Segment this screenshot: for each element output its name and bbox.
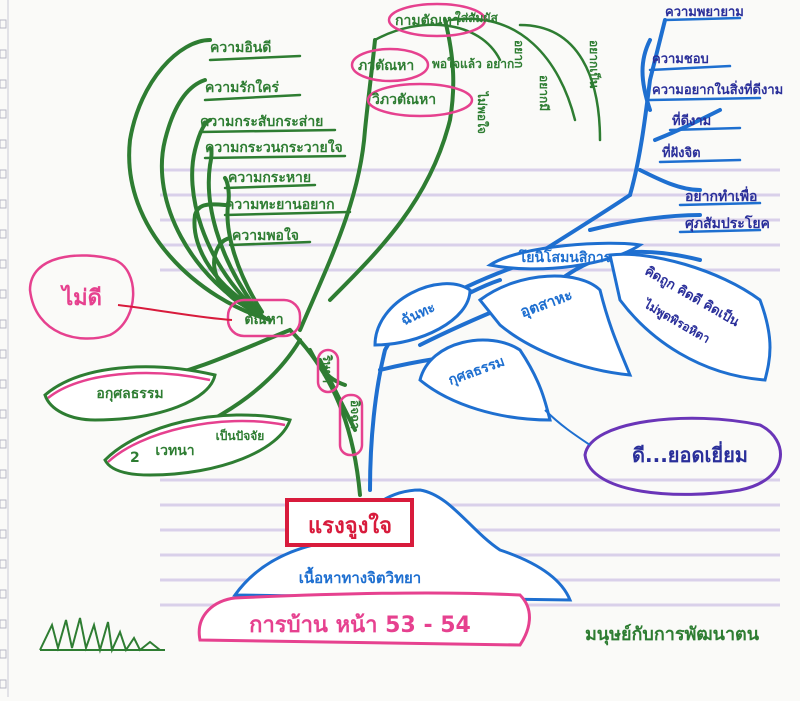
green-item-4: ความกระวนกระวายใจ — [205, 138, 343, 156]
top-note-5: อยากมี — [537, 75, 551, 111]
ring-hole — [0, 319, 7, 329]
green-item-6: ความทะยานอยาก — [225, 197, 335, 213]
green-top-2: ภวตัณหา — [358, 58, 414, 74]
leaf-akusala-pink — [47, 371, 211, 399]
green-item-2: ความรักใคร่ — [205, 78, 280, 96]
green-item-7: ความพอใจ — [232, 226, 299, 244]
ring-hole — [0, 589, 7, 599]
grass-doodle-icon — [39, 617, 165, 654]
footer-course: มนุษย์กับการพัฒนาตน — [585, 623, 760, 646]
ring-hole — [0, 169, 7, 179]
green-item-5: ความกระหาย — [228, 170, 311, 186]
leaf-kitthuk — [608, 252, 772, 382]
leaf-paccaya-label: เป็นปัจจัย — [216, 428, 265, 443]
leaf-akusala-label: อกุศลธรรม — [96, 386, 163, 402]
ring-hole — [0, 49, 7, 59]
pink-highlights — [28, 2, 487, 457]
leaf-vedana — [103, 413, 292, 477]
blue-leaves — [373, 241, 782, 496]
texts: แรงจูงใจ เนื้อหาทางจิตวิทยา การบ้าน หน้า… — [60, 5, 783, 646]
leaf-vedana-num: 2 — [130, 450, 140, 466]
blue-top-4: ที่ดีงาม — [672, 111, 711, 129]
ring-hole — [0, 79, 7, 89]
ring-hole — [0, 409, 7, 419]
leaf-kusala — [418, 338, 552, 422]
green-leaves — [43, 365, 292, 477]
right-note-risaya: ริษยา — [320, 354, 334, 383]
green-top-1: กามตัณหา — [395, 13, 460, 29]
blue-top-1: ความพยายาม — [665, 5, 744, 20]
ring-hole — [0, 109, 7, 119]
ring-hole — [0, 679, 7, 689]
ring-hole — [0, 439, 7, 449]
green-root-label: ตัณหา — [244, 312, 283, 328]
ring-hole — [0, 379, 7, 389]
ring-hole — [0, 349, 7, 359]
blue-mid-2: ศุภสัมประโยค — [685, 214, 770, 232]
notebook-margin — [0, 0, 9, 697]
leaf-yoniso-label: โยนิโสมนสิการ — [518, 248, 612, 266]
blue-top-2: ความชอบ — [652, 52, 709, 67]
ring-hole — [0, 619, 7, 629]
top-note-3: อยาก — [512, 40, 526, 68]
green-branch — [127, 17, 602, 497]
ring-hole — [0, 499, 7, 509]
ring-hole — [0, 139, 7, 149]
not-good-label: ไม่ดี — [60, 284, 102, 311]
ring-hole — [0, 289, 7, 299]
blue-top-5: ที่ฝังจิต — [662, 143, 701, 161]
blue-top-3: ความอยากในสิ่งที่ดีงาม — [652, 80, 783, 98]
right-note-ichcha: อิจฉา — [348, 400, 362, 429]
top-note-4: ไม่พอใจ — [475, 90, 490, 134]
ring-hole — [0, 229, 7, 239]
leaf-vedana-label: เวทนา — [155, 443, 194, 459]
ring-hole — [0, 469, 7, 479]
top-note-6: อยากเป็น — [587, 40, 602, 89]
ring-hole — [0, 649, 7, 659]
center-title: แรงจูงใจ — [308, 512, 392, 540]
top-note-1: ใส่สัมผัส — [455, 10, 498, 25]
ring-hole — [0, 529, 7, 539]
center-node — [197, 488, 573, 647]
leaf-yoniso — [486, 241, 644, 271]
ring-hole — [0, 19, 7, 29]
ring-hole — [0, 559, 7, 569]
blue-mid-1: อยากทำเพื่อ — [685, 186, 757, 205]
ring-hole — [0, 199, 7, 209]
green-item-1: ความอินดี — [210, 40, 271, 56]
leaf-utsaha — [477, 274, 633, 377]
top-note-2: พอใจแล้ว อยาก — [432, 56, 514, 71]
green-item-3: ความกระสับกระส่าย — [200, 114, 323, 130]
center-subtitle: เนื้อหาทางจิตวิทยา — [299, 566, 421, 587]
good-ellipse — [583, 416, 782, 496]
ring-hole — [0, 259, 7, 269]
green-top-3: วิภวตัณหา — [371, 92, 436, 108]
leaf-vedana-pink — [107, 419, 286, 463]
leaf-chanda — [373, 282, 472, 347]
footer-homework: การบ้าน หน้า 53 - 54 — [249, 613, 471, 638]
good-label: ดี...ยอดเยี่ยม — [632, 440, 748, 467]
